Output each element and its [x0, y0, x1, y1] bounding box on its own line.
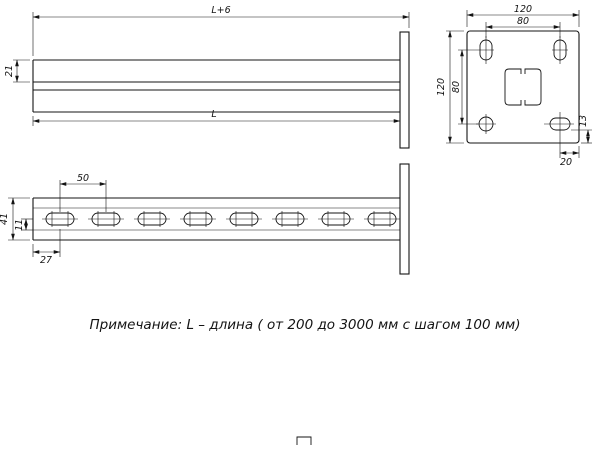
- dim-label-channel-height: 21: [4, 65, 15, 77]
- flange-view: 120 80 120 80 13 20: [436, 4, 592, 168]
- flange-dimension-lines: [448, 13, 590, 155]
- strut-profile-section: [504, 68, 542, 106]
- dim-label-bolt-spacing-v: 80: [451, 81, 462, 93]
- dim-label-slot-pitch: 50: [77, 173, 89, 184]
- side-view-strut-outline: [32, 31, 410, 149]
- flange-plate: [466, 30, 580, 144]
- dim-label-slot-edge-offset: 13: [578, 115, 589, 127]
- side-view-dimension-lines: [15, 15, 410, 123]
- dim-label-plate-width: 120: [514, 4, 532, 15]
- top-view-flange-plate: [399, 163, 410, 275]
- top-view-extension-lines: [8, 180, 107, 257]
- drawing-note: Примечание: L – длина ( от 200 до 3000 м…: [89, 317, 520, 333]
- dim-label-length: L: [211, 109, 216, 120]
- dim-label-total-length: L+6: [211, 5, 230, 16]
- top-view-lip-lines: [33, 207, 400, 231]
- flange-hole-centerlines: [476, 36, 574, 134]
- top-view-slots: [42, 211, 400, 227]
- side-view-flange-plate: [399, 31, 410, 149]
- dim-label-slot-offset: 11: [14, 219, 25, 231]
- side-view: L+6 21 L: [4, 5, 410, 149]
- stamp-mark: [296, 436, 312, 445]
- dim-label-strut-width: 41: [0, 213, 10, 225]
- top-view-dimension-lines: [11, 182, 107, 254]
- dim-label-slot-end-offset: 20: [560, 157, 572, 168]
- top-view: 50 41 11 27: [0, 163, 410, 275]
- dim-label-plate-height: 120: [436, 78, 447, 96]
- dim-label-first-slot-offset: 27: [40, 255, 52, 266]
- slot-centerlines: [42, 211, 400, 227]
- dim-label-bolt-spacing-h: 80: [517, 16, 529, 27]
